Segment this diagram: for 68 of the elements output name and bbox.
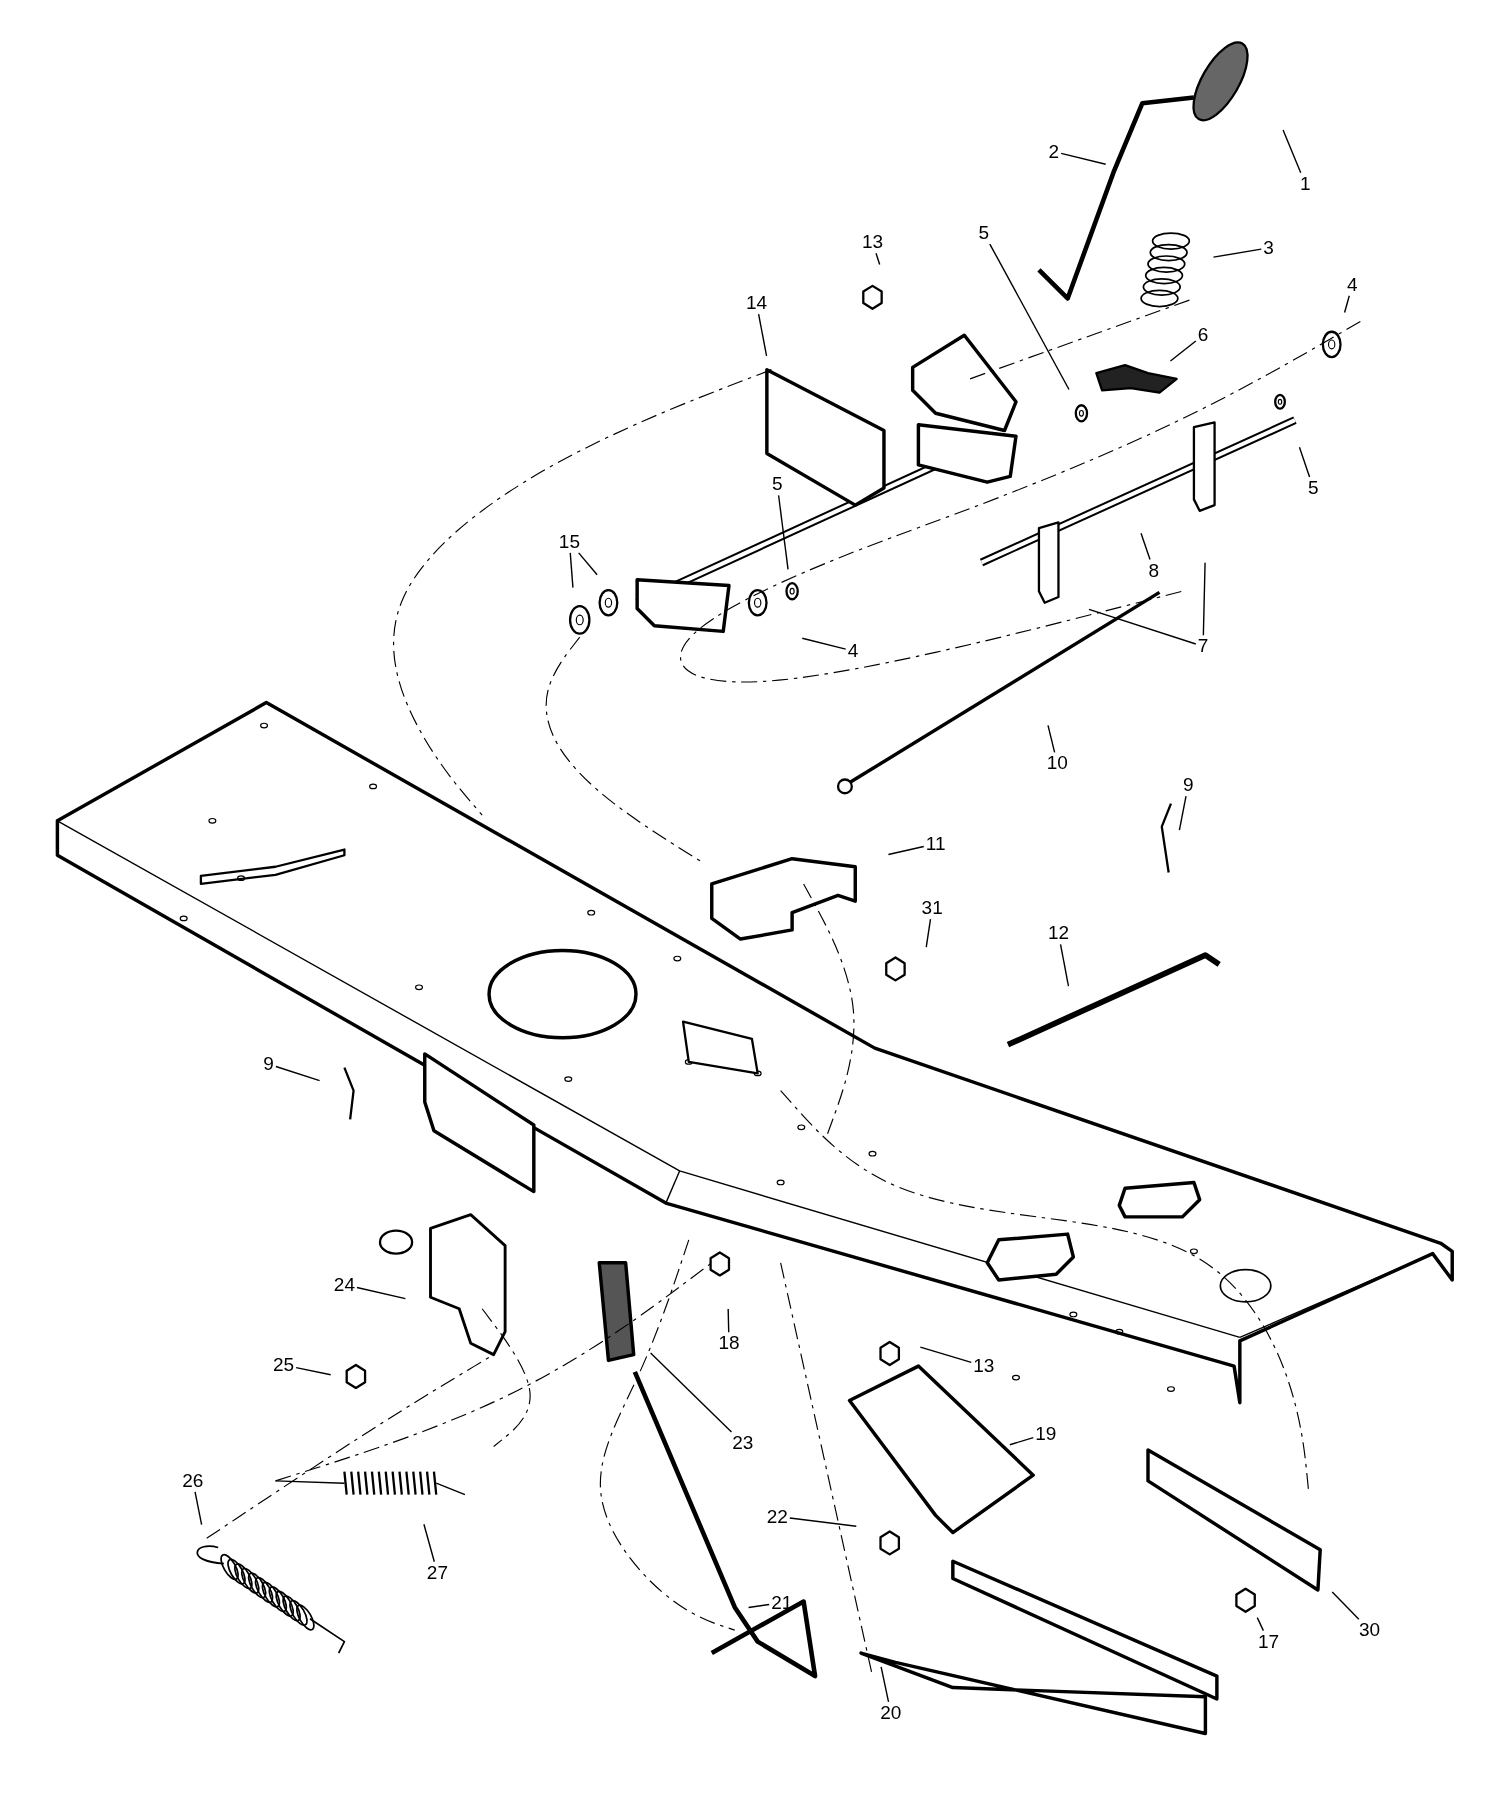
callout-number: 30: [1359, 1620, 1381, 1641]
callout-number: 17: [1257, 1631, 1280, 1652]
leader-line: [577, 552, 598, 576]
leader-line: [1212, 248, 1262, 258]
callout-number: 6: [1197, 325, 1209, 346]
callout-number: 14: [745, 293, 768, 314]
leader-line: [919, 1346, 972, 1364]
callout-number: 13: [861, 232, 884, 253]
leader-line: [1169, 340, 1197, 362]
leader-line: [1331, 1591, 1360, 1620]
leader-line: [989, 243, 1070, 391]
leader-line: [801, 637, 847, 650]
callout-number: 9: [263, 1054, 274, 1075]
leader-line: [1298, 446, 1311, 478]
callout-number: 12: [1047, 923, 1069, 944]
callout-number: 15: [558, 531, 580, 552]
callout-number: 3: [1263, 237, 1274, 258]
leader-line: [747, 1603, 770, 1609]
callout-number: 31: [921, 898, 943, 919]
leader-line: [1256, 1616, 1265, 1632]
leader-line: [1047, 724, 1056, 754]
leader-line: [194, 1491, 203, 1526]
leader-line: [295, 1366, 332, 1376]
callout-number: 5: [1308, 477, 1319, 498]
leader-line: [275, 1065, 321, 1082]
leader-line: [789, 1517, 857, 1527]
leader-line: [757, 313, 768, 357]
leader-line: [1140, 532, 1151, 561]
leader-line: [727, 1308, 730, 1333]
callout-number: 10: [1046, 753, 1068, 774]
callout-number: 18: [718, 1333, 740, 1354]
leader-line: [1060, 152, 1107, 165]
callout-number: 21: [771, 1592, 793, 1613]
leader-line: [880, 1666, 890, 1703]
leader-line: [1178, 795, 1187, 831]
leader-line: [875, 252, 881, 266]
callout-number: 5: [771, 474, 783, 495]
leader-line: [649, 1352, 733, 1433]
leader-line: [1202, 562, 1206, 637]
callout-number: 2: [1048, 141, 1060, 162]
callout-number: 7: [1197, 636, 1209, 657]
leader-line: [423, 1523, 436, 1563]
callout-number: 19: [1035, 1423, 1057, 1444]
callout-number: 1: [1300, 173, 1311, 194]
leader-line: [356, 1286, 407, 1300]
leader-line: [1009, 1436, 1034, 1446]
leader-line: [1088, 608, 1197, 645]
callout-number: 13: [973, 1356, 995, 1377]
callout-number: 22: [766, 1506, 788, 1527]
leader-line: [1343, 295, 1350, 314]
callout-number: 8: [1148, 560, 1159, 581]
callout-number: 27: [426, 1562, 448, 1583]
callout-number: 23: [732, 1433, 754, 1454]
callout-number: 25: [273, 1354, 295, 1375]
callout-number: 11: [925, 833, 946, 854]
leader-line: [887, 845, 925, 856]
callout-number: 5: [978, 223, 990, 244]
callout-number: 4: [847, 640, 859, 661]
callout-number: 24: [333, 1274, 355, 1295]
leader-line: [1282, 129, 1302, 174]
callout-number: 26: [182, 1470, 204, 1491]
callout-number: 9: [1182, 775, 1194, 796]
leader-line: [925, 918, 932, 948]
leader-line: [777, 494, 789, 570]
callout-number: 20: [880, 1702, 902, 1723]
callout-number: 4: [1347, 274, 1358, 295]
leader-line: [569, 552, 574, 589]
leader-line: [1059, 943, 1070, 987]
